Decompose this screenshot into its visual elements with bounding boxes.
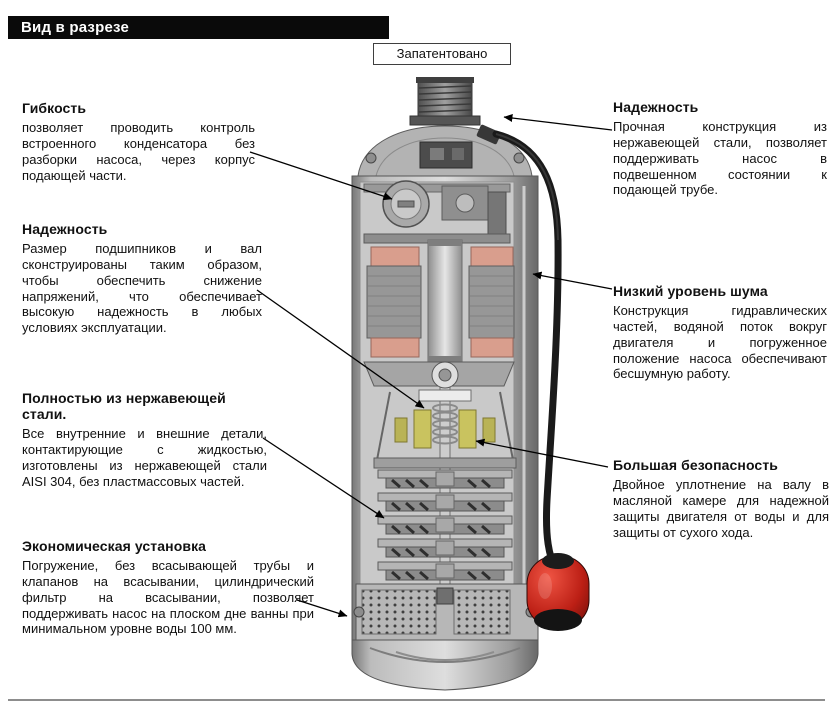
winding-bottom-left bbox=[370, 337, 420, 358]
bearing-plate bbox=[363, 361, 515, 389]
support-plate bbox=[363, 183, 511, 193]
cable-gland bbox=[476, 124, 501, 145]
section-title: Вид в разрезе bbox=[21, 19, 129, 36]
annotation-title: Большая безопасность bbox=[613, 457, 778, 473]
capacitor bbox=[382, 180, 430, 228]
annotation-reliability-left: Надежность Размер подшипников и вал скон… bbox=[22, 221, 262, 336]
arrow-flexibility bbox=[249, 151, 393, 201]
arrow-reliability-left bbox=[256, 289, 425, 409]
annotation-body: Все внутренние и внешние детали, контакт… bbox=[22, 426, 267, 489]
arrow-installation bbox=[296, 599, 348, 618]
annotation-body: Погружение, без всасывающей трубы и клап… bbox=[22, 558, 314, 637]
section-header: Вид в разрезе bbox=[8, 16, 389, 39]
stator-core-left bbox=[366, 265, 422, 339]
discharge-threads bbox=[416, 77, 474, 119]
annotation-body: позволяет проводить контроль встроенного… bbox=[22, 120, 255, 183]
rotor bbox=[427, 239, 463, 363]
annotation-body: Конструкция гидравлических частей, водян… bbox=[613, 303, 827, 382]
head-bolt-right bbox=[513, 152, 525, 164]
annotation-reliability-right: Надежность Прочная конструкция из нержав… bbox=[613, 99, 827, 198]
annotation-title: Низкий уровень шума bbox=[613, 283, 768, 299]
winding-top-right bbox=[470, 246, 514, 267]
bottom-cap bbox=[351, 639, 539, 691]
head-bolt-left bbox=[365, 152, 377, 164]
base-bolt-left bbox=[353, 606, 365, 618]
annotation-body: Размер подшипников и вал сконструированы… bbox=[22, 241, 262, 336]
annotation-body: Двойное уплотнение на валу в масляной ка… bbox=[613, 477, 829, 540]
bottom-rule bbox=[8, 699, 825, 701]
annotation-title: Гибкость bbox=[22, 100, 87, 116]
arrow-safety bbox=[475, 438, 609, 468]
motor-top-bracket bbox=[441, 185, 507, 237]
stator-core-right bbox=[468, 265, 515, 339]
suction-filter bbox=[353, 583, 539, 641]
annotation-title: Полностью из нержавеющей стали. bbox=[22, 390, 226, 422]
motor-stator bbox=[366, 246, 515, 358]
annotation-stainless-steel: Полностью из нержавеющей стали. Все внут… bbox=[22, 390, 267, 489]
annotation-body: Прочная конструкция из нержавеющей стали… bbox=[613, 119, 827, 198]
winding-top-left bbox=[370, 246, 420, 267]
annotation-title: Надежность bbox=[22, 221, 108, 237]
arrow-noise bbox=[532, 271, 613, 290]
arrow-reliability-right bbox=[503, 114, 613, 131]
terminal-block bbox=[419, 141, 473, 169]
leader-arrows bbox=[249, 114, 613, 618]
annotation-title: Надежность bbox=[613, 99, 699, 115]
power-cable bbox=[492, 130, 562, 574]
annotation-flexibility: Гибкость позволяет проводить контроль вс… bbox=[22, 100, 255, 183]
annotation-safety: Большая безопасность Двойное уплотнение … bbox=[613, 457, 829, 540]
patent-label-box: Запатентовано bbox=[373, 43, 511, 65]
neck-collar bbox=[409, 115, 481, 126]
float-switch bbox=[526, 553, 590, 631]
annotation-economical-installation: Экономическая установка Погружение, без … bbox=[22, 538, 314, 637]
patent-label: Запатентовано bbox=[396, 46, 488, 61]
pump-body bbox=[351, 77, 539, 691]
winding-bottom-right bbox=[470, 337, 514, 358]
impeller-stack bbox=[377, 469, 513, 581]
annotation-low-noise: Низкий уровень шума Конструкция гидравли… bbox=[613, 283, 827, 382]
arrow-stainless bbox=[262, 437, 385, 519]
mechanical-seal bbox=[373, 389, 517, 469]
annotation-title: Экономическая установка bbox=[22, 538, 207, 554]
